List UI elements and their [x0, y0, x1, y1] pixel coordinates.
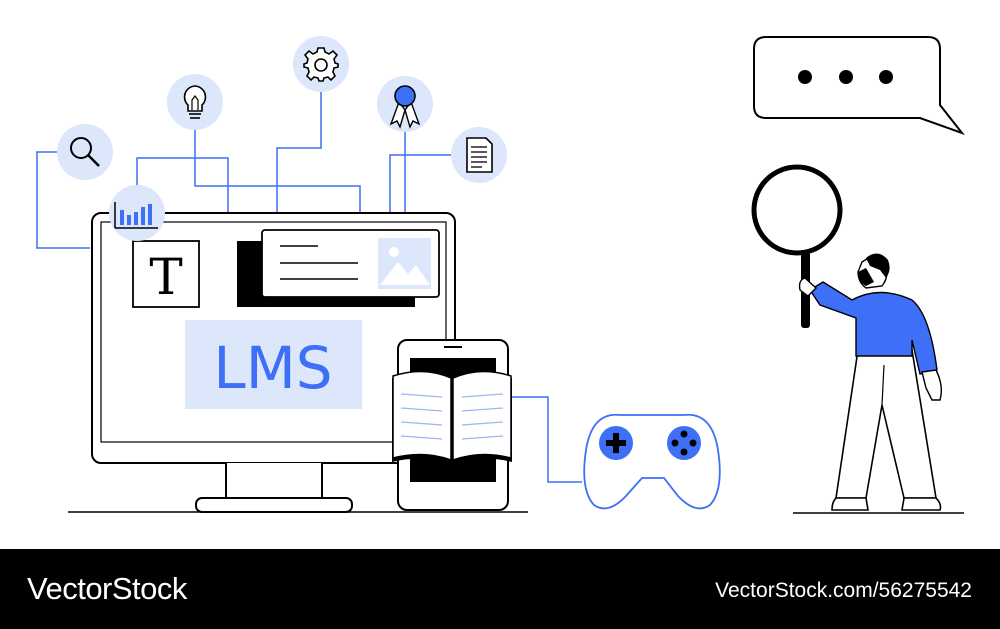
content-card	[237, 229, 440, 307]
lms-banner: LMS	[185, 320, 362, 409]
text-tile: T	[132, 240, 200, 308]
lightbulb-icon	[167, 74, 223, 130]
search-icon	[57, 124, 113, 180]
text-tile-glyph: T	[149, 248, 182, 306]
speech-bubble-icon	[753, 36, 965, 136]
watermark-bar: VectorStock VectorStock.com/56275542	[0, 549, 1000, 629]
watermark-credit: VectorStock.com/56275542	[715, 579, 972, 602]
connector-lines	[36, 92, 582, 483]
open-book-icon	[392, 370, 512, 466]
image-icon	[378, 238, 431, 289]
lms-label: LMS	[213, 334, 332, 402]
watermark-brand: VectorStock	[27, 571, 187, 606]
document-icon	[451, 127, 507, 183]
person-figure	[793, 253, 964, 514]
award-ribbon-icon	[377, 76, 433, 132]
magnifying-glass-icon	[751, 164, 843, 328]
bar-chart-icon	[109, 185, 165, 241]
gear-icon	[293, 36, 349, 92]
gamepad-icon	[583, 413, 721, 510]
lms-illustration: T LMS	[36, 36, 965, 514]
